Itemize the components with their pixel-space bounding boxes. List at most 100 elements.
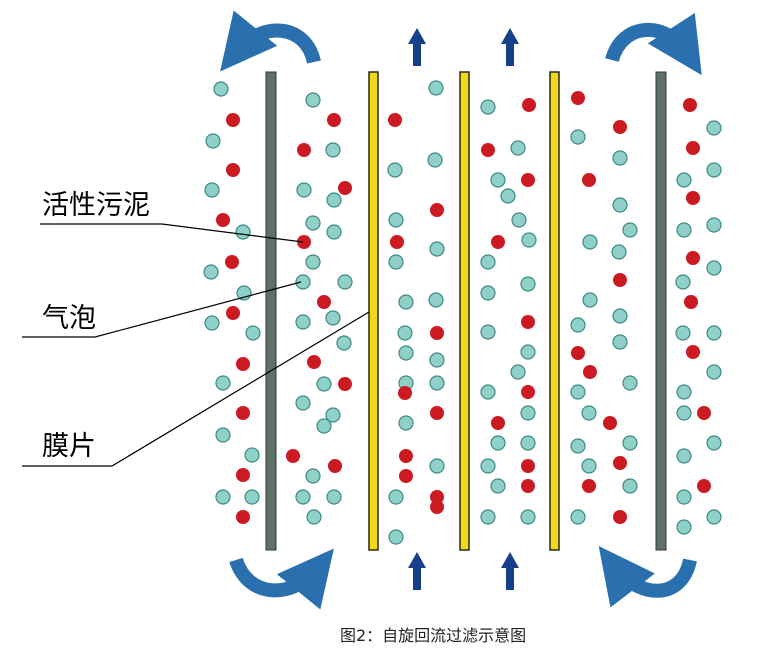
air-bubble xyxy=(676,222,692,238)
sludge-particle xyxy=(236,406,250,420)
sludge-particle xyxy=(613,456,627,470)
air-bubble xyxy=(388,529,404,545)
air-bubble xyxy=(215,375,231,391)
air-bubble xyxy=(215,489,231,505)
sludge-particle xyxy=(582,479,596,493)
air-bubble xyxy=(316,418,332,434)
air-bubble xyxy=(611,244,627,260)
air-bubble xyxy=(213,81,229,97)
membrane-plate-2 xyxy=(459,71,470,551)
air-bubble xyxy=(612,308,628,324)
air-bubble xyxy=(480,384,496,400)
air-bubble xyxy=(388,254,404,270)
air-bubble xyxy=(622,435,638,451)
air-bubble xyxy=(429,458,445,474)
air-bubble xyxy=(675,325,691,341)
sludge-particle xyxy=(430,203,444,217)
air-bubble xyxy=(490,172,506,188)
sludge-particle xyxy=(683,98,697,112)
curved-flow-arrow-icon xyxy=(598,545,697,608)
air-bubble xyxy=(305,468,321,484)
air-bubble xyxy=(675,274,691,290)
sludge-particle xyxy=(236,468,250,482)
label-air-bubble: 气泡 xyxy=(42,303,96,334)
sludge-particle xyxy=(613,273,627,287)
air-bubble xyxy=(480,509,496,525)
sludge-particle xyxy=(697,406,711,420)
air-bubble xyxy=(582,234,598,250)
sludge-particle xyxy=(521,459,535,473)
air-bubble xyxy=(429,241,445,257)
air-bubble xyxy=(612,334,628,350)
sludge-particle xyxy=(430,326,444,340)
sludge-particle xyxy=(398,386,412,400)
air-bubble xyxy=(520,276,536,292)
air-bubble xyxy=(305,215,321,231)
air-bubble xyxy=(622,222,638,238)
air-bubble xyxy=(582,292,598,308)
air-bubble xyxy=(480,254,496,270)
air-bubble xyxy=(388,212,404,228)
air-bubble xyxy=(520,344,536,360)
air-bubble xyxy=(511,212,527,228)
sludge-particle xyxy=(491,235,505,249)
air-bubble xyxy=(676,489,692,505)
air-bubble xyxy=(570,384,586,400)
air-bubble xyxy=(295,274,311,290)
sludge-particle xyxy=(613,120,627,134)
air-bubble xyxy=(570,317,586,333)
sludge-particle xyxy=(521,315,535,329)
air-bubble xyxy=(296,182,312,198)
air-bubble xyxy=(706,435,722,451)
sludge-particle xyxy=(686,191,700,205)
air-bubble xyxy=(428,292,444,308)
air-bubble xyxy=(581,405,597,421)
air-bubble xyxy=(387,162,403,178)
sludge-particle xyxy=(430,406,444,420)
air-bubble xyxy=(244,447,260,463)
sludge-particle xyxy=(521,385,535,399)
air-bubble xyxy=(295,395,311,411)
air-bubble xyxy=(706,120,722,136)
sludge-particle xyxy=(697,479,711,493)
up-arrow-icon xyxy=(501,552,519,590)
sludge-particle xyxy=(236,510,250,524)
plates-group xyxy=(265,71,667,551)
air-bubble xyxy=(305,254,321,270)
sludge-particle xyxy=(430,500,444,514)
air-bubble xyxy=(490,478,506,494)
sludge-particle xyxy=(571,91,585,105)
particles-group xyxy=(203,80,722,545)
air-bubble xyxy=(500,188,516,204)
sludge-particle xyxy=(328,459,342,473)
sludge-particle xyxy=(226,113,240,127)
outer-plate-left xyxy=(265,71,277,551)
sludge-particle xyxy=(236,357,250,371)
air-bubble xyxy=(429,352,445,368)
air-bubble xyxy=(612,197,628,213)
air-bubble xyxy=(676,172,692,188)
sludge-particle xyxy=(522,98,536,112)
up-arrow-icon xyxy=(501,28,519,66)
air-bubble xyxy=(480,99,496,115)
air-bubble xyxy=(490,435,506,451)
air-bubble xyxy=(295,314,311,330)
sludge-particle xyxy=(390,235,404,249)
air-bubble xyxy=(570,129,586,145)
air-bubble xyxy=(676,405,692,421)
curved-flow-arrow-icon xyxy=(605,12,702,76)
air-bubble xyxy=(520,405,536,421)
air-bubble xyxy=(581,458,597,474)
sludge-particle xyxy=(582,173,596,187)
air-bubble xyxy=(205,133,221,149)
upward-flow-arrows-group xyxy=(408,28,519,590)
sludge-particle xyxy=(225,255,239,269)
sludge-particle xyxy=(317,295,331,309)
up-arrow-icon xyxy=(408,552,426,590)
sludge-particle xyxy=(338,377,352,391)
air-bubble xyxy=(295,489,311,505)
air-bubble xyxy=(235,224,251,240)
sludge-particle xyxy=(686,141,700,155)
sludge-particle xyxy=(338,181,352,195)
